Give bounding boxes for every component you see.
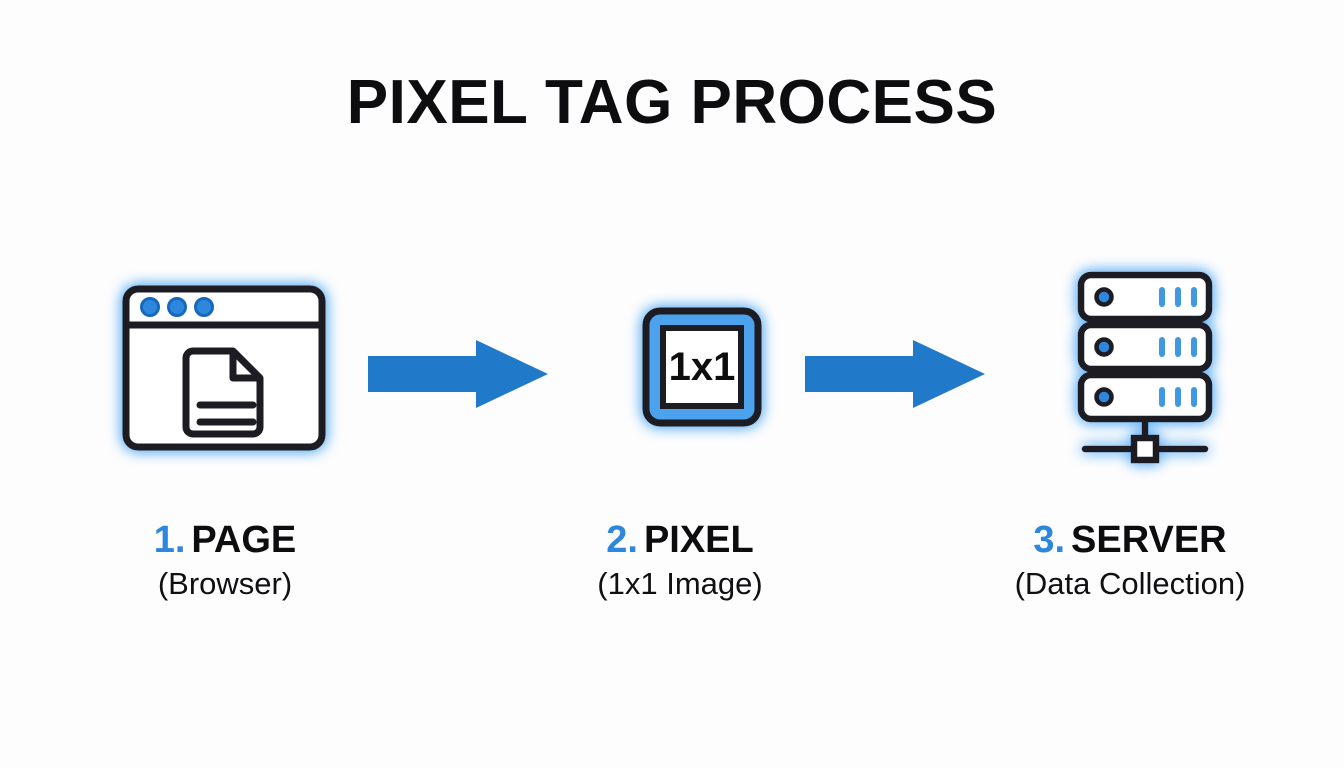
step-3-icon-server xyxy=(1045,262,1245,472)
network-node-icon xyxy=(1081,419,1209,464)
step-1-number: 1. xyxy=(153,519,186,561)
server-unit-body xyxy=(1077,271,1213,323)
server-bar-1c xyxy=(1191,287,1197,307)
traffic-light-dot-1 xyxy=(140,297,160,317)
step-3-subtitle: (Data Collection) xyxy=(1014,566,1246,602)
step-3-label: 3.SERVER (Data Collection) xyxy=(975,519,1285,602)
traffic-light-dot-3 xyxy=(194,297,214,317)
step-2-subtitle: (1x1 Image) xyxy=(597,566,763,602)
step-2-title: PIXEL xyxy=(643,519,754,561)
step-3-heading: 3.SERVER xyxy=(975,519,1285,561)
step-labels-row: 1.PAGE (Browser) 2.PIXEL (1x1 Image) 3.S… xyxy=(0,519,1344,640)
step-1-title: PAGE xyxy=(191,519,297,561)
network-node-square xyxy=(1130,434,1160,464)
document-body xyxy=(182,347,264,438)
browser-window-icon xyxy=(122,285,326,451)
server-bar-2c xyxy=(1191,337,1197,357)
server-bar-1a xyxy=(1159,287,1165,307)
step-3-number: 3. xyxy=(1033,519,1066,561)
pixel-size-label: 1x1 xyxy=(669,345,736,389)
step-1-icon-browser xyxy=(100,262,350,472)
server-power-led-2 xyxy=(1094,337,1114,357)
step-2-icon-pixel: 1x1 xyxy=(617,262,787,472)
server-unit-2 xyxy=(1077,321,1213,373)
server-bar-3c xyxy=(1191,387,1197,407)
arrow-right-icon-1 xyxy=(368,340,548,408)
step-1-heading: 1.PAGE xyxy=(70,519,380,561)
server-unit-1 xyxy=(1077,271,1213,323)
pixel-inner-square xyxy=(660,325,744,409)
server-power-led-1 xyxy=(1094,287,1114,307)
server-bar-3a xyxy=(1159,387,1165,407)
step-1-subtitle: (Browser) xyxy=(157,566,293,602)
process-flow-row: 1x1 xyxy=(60,262,1284,472)
server-bar-2b xyxy=(1175,337,1181,357)
server-unit-body xyxy=(1077,321,1213,373)
arrow-right-icon-2 xyxy=(805,340,985,408)
server-bar-3b xyxy=(1175,387,1181,407)
arrow-shape xyxy=(805,340,985,408)
arrow-right-2 xyxy=(805,334,1005,420)
server-power-led-3 xyxy=(1094,387,1114,407)
arrow-shape xyxy=(368,340,548,408)
step-1-label: 1.PAGE (Browser) xyxy=(70,519,380,602)
arrow-right-1 xyxy=(368,334,568,420)
server-rack-icon xyxy=(1077,271,1213,464)
step-2-number: 2. xyxy=(606,519,638,561)
server-bar-1b xyxy=(1175,287,1181,307)
step-3-title: SERVER xyxy=(1071,519,1227,561)
page-title: PIXEL TAG PROCESS xyxy=(346,68,998,137)
step-2-heading: 2.PIXEL xyxy=(525,519,835,561)
step-2-label: 2.PIXEL (1x1 Image) xyxy=(525,519,835,602)
pixel-square-icon: 1x1 xyxy=(642,307,762,427)
traffic-light-dot-2 xyxy=(167,297,187,317)
document-fold xyxy=(229,351,260,382)
server-bar-2a xyxy=(1159,337,1165,357)
server-unit-3 xyxy=(1077,371,1213,423)
document-page-icon xyxy=(182,347,264,438)
browser-traffic-lights xyxy=(140,297,214,317)
